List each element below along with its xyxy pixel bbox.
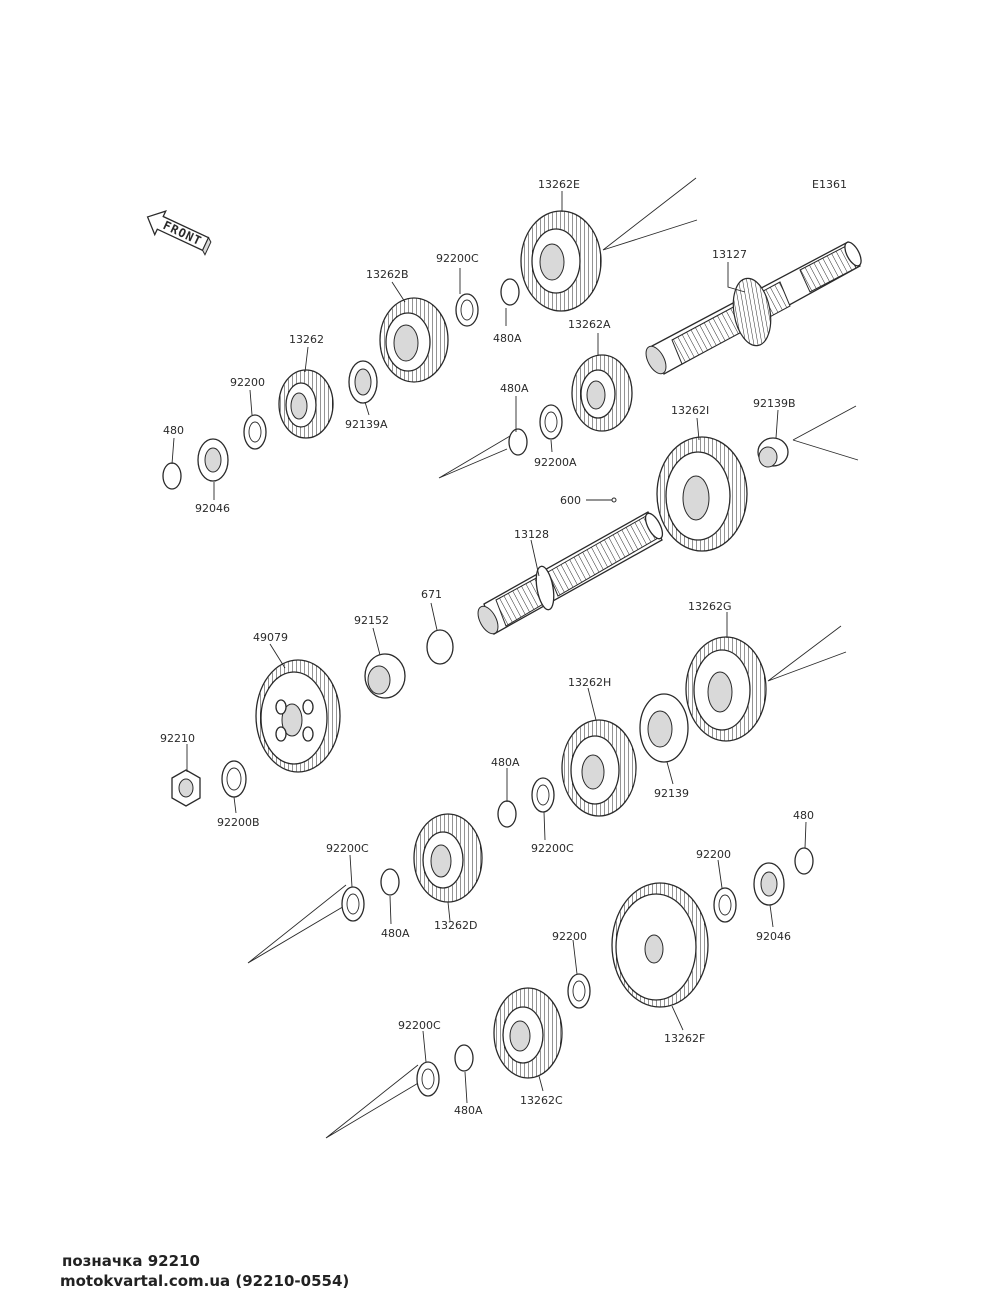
circlip-480A-bot — [454, 1044, 474, 1072]
label-13262A: 13262A — [568, 318, 611, 331]
gear-13262 — [278, 369, 334, 439]
front-label: FRONT — [161, 218, 204, 248]
washer-92200B — [221, 760, 247, 798]
bearing-92139 — [639, 693, 689, 763]
circlip-480A-top — [500, 278, 520, 306]
label-480A-top: 480A — [493, 332, 522, 345]
circlip-480 — [162, 462, 182, 490]
gear-13262G — [685, 636, 767, 742]
label-92200C-low2: 92200C — [326, 842, 369, 855]
circlip-480A-d — [380, 868, 400, 896]
nut-92210 — [171, 769, 201, 807]
gear-13262I — [656, 436, 748, 552]
diagram-code: E1361 — [812, 178, 847, 191]
label-480A-d: 480A — [381, 927, 410, 940]
label-92200-low: 92200 — [696, 848, 731, 861]
washer-92200A — [539, 404, 563, 440]
label-480A-low: 480A — [491, 756, 520, 769]
label-13127: 13127 — [712, 248, 747, 261]
bearing-92046 — [197, 438, 229, 482]
gear-13262B — [379, 297, 449, 383]
countershaft-13127 — [645, 241, 862, 375]
washer-92200C-bot — [416, 1061, 440, 1097]
gear-13262E — [520, 210, 602, 312]
footer-part-reference: позначка 92210 — [62, 1252, 200, 1270]
label-671: 671 — [421, 588, 442, 601]
label-600: 600 — [560, 494, 581, 507]
label-13262I: 13262I — [671, 404, 709, 417]
washer-92200C-low2 — [341, 886, 365, 922]
circlip-480-low — [794, 847, 814, 875]
label-92200B: 92200B — [217, 816, 260, 829]
label-92139A: 92139A — [345, 418, 388, 431]
washer-92200 — [243, 414, 267, 450]
label-92210: 92210 — [160, 732, 195, 745]
label-13262B: 13262B — [366, 268, 409, 281]
label-92046: 92046 — [195, 502, 230, 515]
circlip-480A-mid — [508, 428, 528, 456]
label-92139: 92139 — [654, 787, 689, 800]
bearing-92046-low — [753, 862, 785, 906]
front-arrow-icon: FRONT — [146, 209, 212, 256]
bushing-92139B — [757, 437, 789, 468]
gear-13262A — [571, 354, 633, 432]
footer-site-link[interactable]: motokvartal.com.ua (92210-0554) — [60, 1272, 350, 1290]
label-13262F: 13262F — [664, 1032, 705, 1045]
label-92200: 92200 — [230, 376, 265, 389]
washer-92200C-top — [455, 293, 479, 327]
label-92046-low: 92046 — [756, 930, 791, 943]
bearing-92139A — [348, 360, 378, 404]
label-92200A: 92200A — [534, 456, 577, 469]
mainshaft-13128 — [477, 511, 664, 635]
gear-13262C — [493, 987, 563, 1079]
label-49079: 49079 — [253, 631, 288, 644]
label-480A-bot: 480A — [454, 1104, 483, 1117]
label-13128: 13128 — [514, 528, 549, 541]
label-13262C: 13262C — [520, 1094, 563, 1107]
gear-49079 — [255, 659, 341, 773]
washer-92200-low — [713, 887, 737, 923]
label-480A-mid: 480A — [500, 382, 529, 395]
label-13262D: 13262D — [434, 919, 477, 932]
label-92200C-low: 92200C — [531, 842, 574, 855]
part-labels: 13262E 13127 92200C 480A 13262B 13262A 1… — [160, 178, 814, 1117]
bushing-92152 — [364, 653, 406, 699]
washer-92200-low2 — [567, 973, 591, 1009]
label-92152: 92152 — [354, 614, 389, 627]
label-92200-low2: 92200 — [552, 930, 587, 943]
circlip-671 — [426, 629, 454, 665]
label-480-low: 480 — [793, 809, 814, 822]
label-13262: 13262 — [289, 333, 324, 346]
gear-13262H — [561, 719, 637, 817]
label-92200C-top: 92200C — [436, 252, 479, 265]
ref-dot-icon — [611, 497, 617, 503]
washer-92200C-low — [531, 777, 555, 813]
label-480: 480 — [163, 424, 184, 437]
gear-13262D — [413, 813, 483, 903]
label-92139B: 92139B — [753, 397, 796, 410]
gear-13262F — [611, 882, 709, 1008]
circlip-480A-low — [497, 800, 517, 828]
label-13262H: 13262H — [568, 676, 611, 689]
label-13262G: 13262G — [688, 600, 732, 613]
label-92200C-bot: 92200C — [398, 1019, 441, 1032]
footer-watermark: позначка 92210 motokvartal.com.ua (92210… — [60, 1252, 350, 1290]
label-13262E: 13262E — [538, 178, 580, 191]
